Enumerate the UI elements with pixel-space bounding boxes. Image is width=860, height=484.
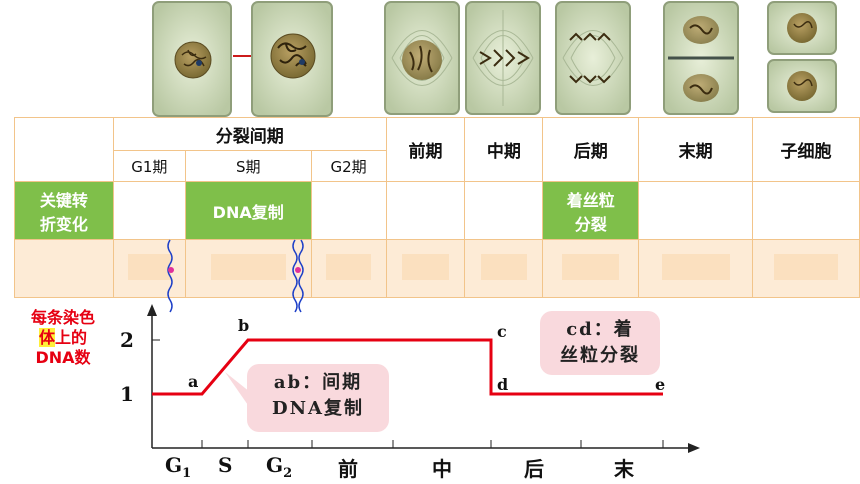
xlabel-anaphase: 后 xyxy=(524,457,544,481)
header-prophase: 前期 xyxy=(385,117,466,182)
key-change-line2: 折变化 xyxy=(39,214,88,234)
cell-anaphase xyxy=(555,1,631,115)
header-g2: G2期 xyxy=(310,150,387,182)
ytick-label-2: 2 xyxy=(120,328,134,352)
corner-cell xyxy=(14,117,114,182)
cell-telophase xyxy=(663,1,739,115)
stage-table: 分裂间期 前期 中期 后期 末期 子细胞 G1期 S期 G2期 关键转 折变化 … xyxy=(14,117,860,298)
point-label-e: e xyxy=(655,375,666,394)
callout-cd-line1: cd：着 xyxy=(566,319,634,340)
chromosome-anaphase xyxy=(542,239,640,298)
chromosome-telophase xyxy=(638,239,754,298)
callout-cd: cd：着 丝粒分裂 xyxy=(540,311,660,375)
chromosome-g1 xyxy=(112,239,186,298)
key-change-daughter xyxy=(752,181,860,240)
point-label-b: b xyxy=(238,316,250,335)
cell-g1 xyxy=(152,1,232,117)
chromosome-g2 xyxy=(310,239,387,298)
header-s: S期 xyxy=(184,150,312,182)
xlabel-metaphase: 中 xyxy=(432,457,452,481)
callout-ab-line2: DNA复制 xyxy=(271,398,365,419)
y-label-line2-highlight: 体 xyxy=(38,328,55,347)
header-g1: G1期 xyxy=(112,150,186,182)
callout-ab-line1: ab：间期 xyxy=(273,372,363,393)
y-label-line1: 每条染色 xyxy=(30,308,95,327)
chromosome-s xyxy=(184,239,312,298)
cell-g2 xyxy=(251,1,333,117)
key-change-telophase xyxy=(638,181,754,240)
key-change-g2 xyxy=(310,181,387,240)
centromere-split-cell: 着丝粒 分裂 xyxy=(542,181,640,240)
header-anaphase: 后期 xyxy=(542,117,640,182)
cell-daughter xyxy=(767,1,837,113)
callout-ab: ab：间期 DNA复制 xyxy=(247,364,389,432)
header-daughter-cells: 子细胞 xyxy=(752,117,860,182)
y-label-line2: 体上的 xyxy=(17,328,109,348)
y-axis-arrow-icon xyxy=(147,304,157,316)
xlabel-g2: G2 xyxy=(266,453,292,481)
xlabel-g2-sub: 2 xyxy=(283,466,293,481)
y-label-line3: DNA数 xyxy=(35,348,91,367)
cell-metaphase xyxy=(465,1,541,115)
key-change-g1 xyxy=(112,181,186,240)
cell-illustrations xyxy=(152,1,837,117)
x-axis-arrow-icon xyxy=(688,443,700,453)
xlabel-s: S xyxy=(218,453,233,477)
key-change-prophase xyxy=(385,181,466,240)
header-metaphase: 中期 xyxy=(464,117,544,182)
chromosome-prophase xyxy=(385,239,466,298)
dna-replication-cell: DNA复制 xyxy=(184,181,312,240)
chromosome-metaphase xyxy=(464,239,544,298)
key-change-label: 关键转 折变化 xyxy=(14,181,114,240)
callout-cd-line2: 丝粒分裂 xyxy=(560,345,640,366)
header-telophase: 末期 xyxy=(638,117,754,182)
chromosome-daughter xyxy=(752,239,860,298)
xlabel-g2-main: G xyxy=(266,453,284,477)
xlabel-telophase: 末 xyxy=(614,457,634,481)
cell-prophase xyxy=(384,1,460,115)
xlabel-prophase: 前 xyxy=(338,457,358,481)
xlabel-g1: G1 xyxy=(165,453,191,481)
key-change-metaphase xyxy=(464,181,544,240)
point-label-d: d xyxy=(497,375,509,394)
point-label-c: c xyxy=(497,322,507,341)
centromere-line1: 着丝粒 xyxy=(566,190,615,210)
y-axis-label: 每条染色 体上的 DNA数 xyxy=(17,308,109,368)
ytick-label-1: 1 xyxy=(120,382,134,406)
y-label-line2-rest: 上的 xyxy=(55,328,88,347)
key-change-line1: 关键转 xyxy=(39,190,88,210)
header-interphase: 分裂间期 xyxy=(112,117,387,151)
xlabel-g1-main: G xyxy=(165,453,183,477)
chromosome-row-label xyxy=(14,239,114,298)
centromere-line2: 分裂 xyxy=(574,214,607,234)
point-label-a: a xyxy=(188,372,199,391)
xlabel-g1-sub: 1 xyxy=(182,466,192,481)
